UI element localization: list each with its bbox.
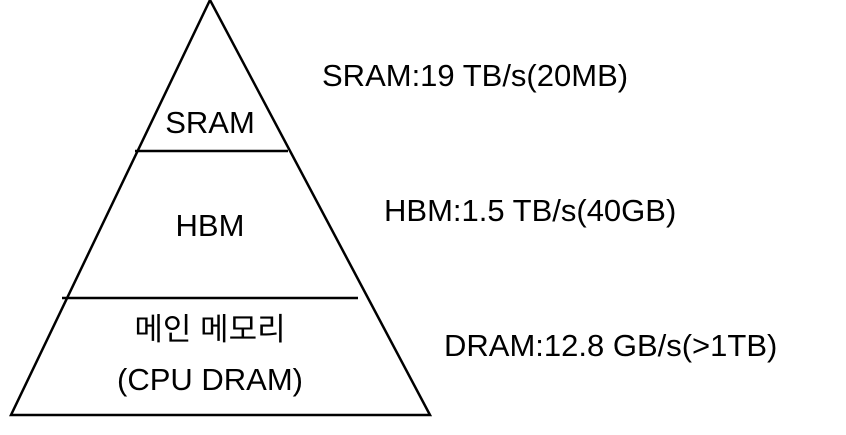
- annotation-hbm-bandwidth: HBM:1.5 TB/s(40GB): [384, 193, 676, 228]
- pyramid-outline: [9, 0, 433, 417]
- tier-label-hbm: HBM: [176, 208, 245, 243]
- tier-label-main-memory: 메인 메모리: [134, 312, 285, 347]
- annotation-sram-bandwidth: SRAM:19 TB/s(20MB): [322, 58, 628, 93]
- tier-label-sram: SRAM: [165, 105, 255, 140]
- tier-label-cpu-dram: (CPU DRAM): [117, 362, 303, 397]
- annotation-dram-bandwidth: DRAM:12.8 GB/s(>1TB): [444, 328, 777, 363]
